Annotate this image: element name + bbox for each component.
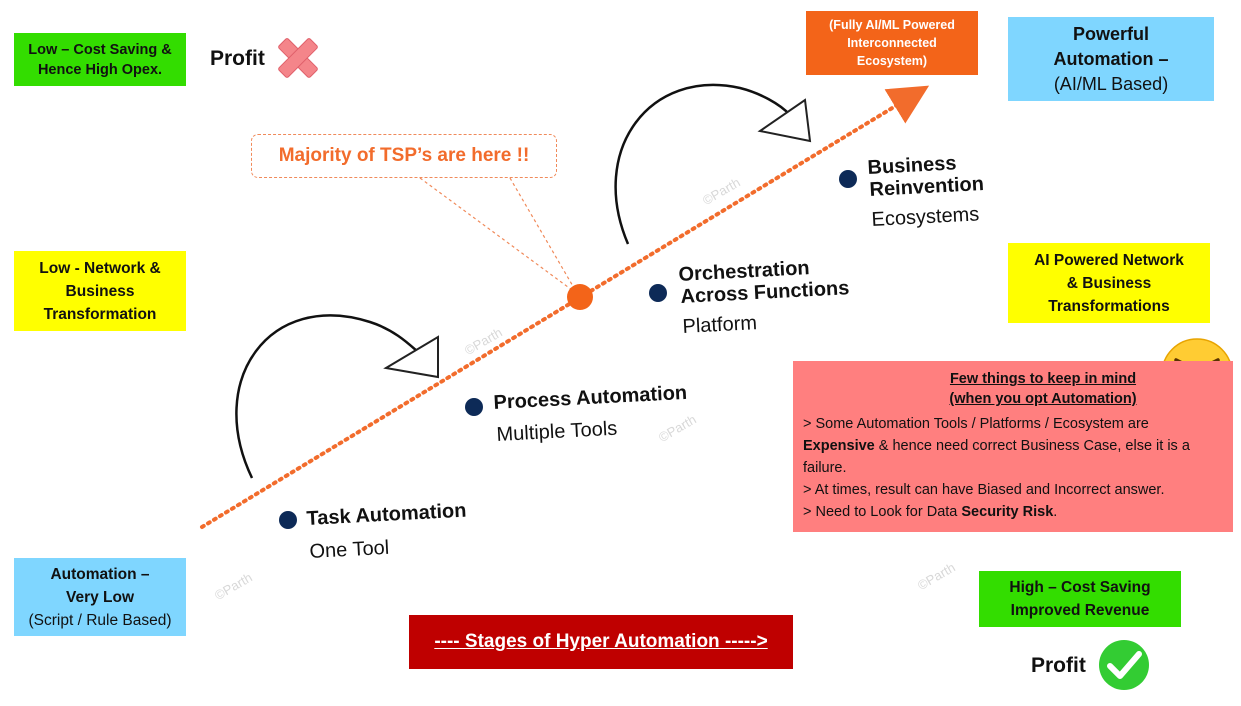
note-heading-line2: (when you opt Automation) [949, 391, 1137, 407]
majority-tsp-callout: Majority of TSP’s are here !! [251, 134, 557, 178]
profit-label-top: Profit [210, 47, 265, 70]
ai-network-line2: & Business [1066, 274, 1152, 292]
low-cost-saving-box: Low – Cost Saving & Hence High Opex. [14, 33, 186, 86]
note-bullet-1-text-b: & hence need correct Business Case, else… [803, 438, 1190, 476]
stage-dot-task [279, 511, 297, 529]
very-low-line3: (Script / Rule Based) [28, 611, 172, 629]
note-body: > Some Automation Tools / Platforms / Ec… [803, 413, 1223, 523]
note-bullet-3-bold: Security Risk [961, 504, 1054, 520]
powerful-automation-box: Powerful Automation – (AI/ML Based) [1008, 17, 1214, 101]
note-bullet-3-text-a: > Need to Look for Data [803, 504, 962, 520]
stages-banner-text: ---- Stages of Hyper Automation -----> [434, 631, 768, 652]
fully-ai-line2: Interconnected [847, 36, 937, 50]
note-heading-line1: Few things to keep in mind [949, 371, 1137, 387]
low-cost-line1: Low – Cost Saving & [28, 41, 172, 58]
high-cost-line2: Improved Revenue [1010, 602, 1150, 619]
fully-ai-line1: (Fully AI/ML Powered [829, 18, 955, 32]
current-position-marker [567, 284, 593, 310]
callout-pointer-right [509, 177, 575, 289]
note-bullet-3-text-b: . [1053, 504, 1058, 520]
low-network-line1: Low - Network & [39, 259, 161, 277]
low-cost-line2: Hence High Opex. [37, 61, 163, 78]
check-icon [1099, 640, 1149, 690]
very-low-line1: Automation – [50, 565, 150, 583]
stage-dot-process [465, 398, 483, 416]
high-cost-saving-box: High – Cost Saving Improved Revenue [979, 571, 1181, 627]
curved-arrow-upper [614, 83, 812, 245]
curved-arrow-lower [235, 314, 439, 479]
note-bullet-1: > Some Automation Tools / Platforms / Ec… [803, 413, 1223, 479]
low-network-line3: Transformation [43, 305, 157, 323]
powerful-line1: Powerful [1072, 23, 1149, 44]
cross-icon [278, 38, 318, 78]
ai-network-transformation-box: AI Powered Network & Business Transforma… [1008, 243, 1210, 323]
fully-ai-line3: Ecosystem) [856, 54, 928, 68]
stage-subtitle-orchestration: Platform [682, 312, 758, 338]
fully-ai-ecosystem-box: (Fully AI/ML Powered Interconnected Ecos… [806, 11, 978, 75]
stage-dot-orchestration [649, 284, 667, 302]
low-network-line2: Business [65, 282, 135, 300]
high-cost-line1: High – Cost Saving [1009, 579, 1151, 596]
note-bullet-3: > Need to Look for Data Security Risk. [803, 501, 1223, 523]
very-low-line2: Very Low [65, 588, 135, 606]
automation-very-low-box: Automation – Very Low (Script / Rule Bas… [14, 558, 186, 636]
ai-network-line1: AI Powered Network [1034, 251, 1184, 269]
stages-of-hyper-automation-banner: ---- Stages of Hyper Automation -----> [409, 615, 793, 669]
note-bullet-1-bold: Expensive [803, 438, 875, 454]
stage-subtitle-task: One Tool [309, 536, 390, 563]
note-bullet-2: > At times, result can have Biased and I… [803, 482, 1165, 498]
callout-pointer-left [419, 177, 573, 291]
keep-in-mind-note: Few things to keep in mind (when you opt… [793, 361, 1233, 532]
note-bullet-1-text-a: > Some Automation Tools / Platforms / Ec… [803, 416, 1149, 432]
low-network-transformation-box: Low - Network & Business Transformation [14, 251, 186, 331]
trend-line [200, 85, 930, 529]
stage-dot-business [839, 170, 857, 188]
powerful-line3: (AI/ML Based) [1053, 73, 1169, 94]
profit-label-bottom: Profit [1031, 654, 1086, 677]
ai-network-line3: Transformations [1048, 297, 1170, 315]
powerful-line2: Automation – [1053, 48, 1169, 69]
